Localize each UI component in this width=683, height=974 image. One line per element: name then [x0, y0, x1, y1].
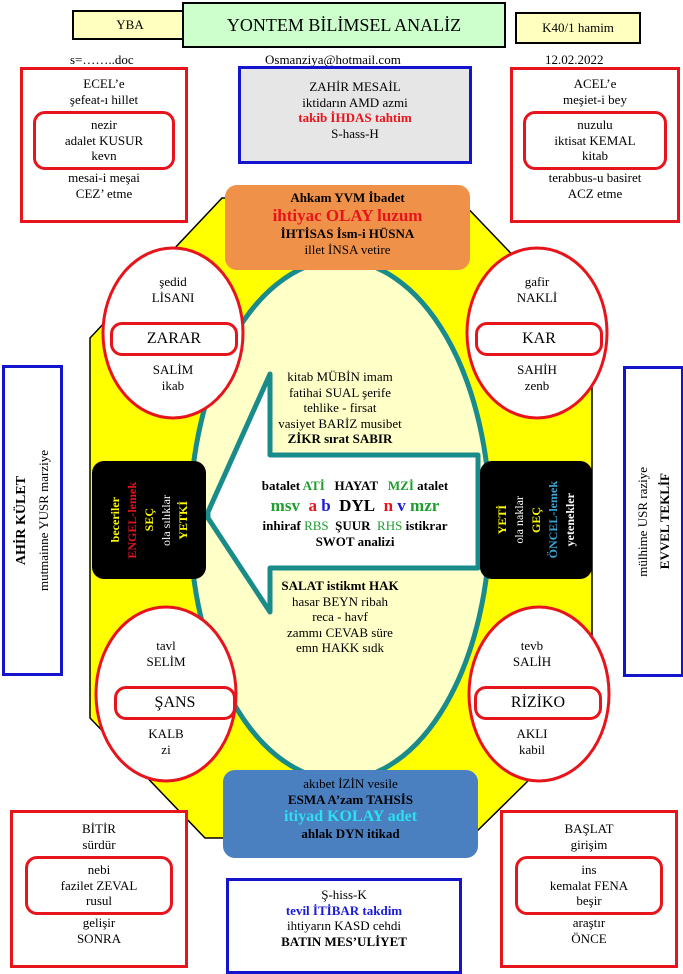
circle-bl-bottom: KALB zi [148, 726, 184, 757]
top-left-inner: nezir adalet KUSUR kevn [33, 111, 175, 170]
top-center-panel: ZAHİR MESAİL iktidarın AMD azmi takib İH… [238, 66, 472, 164]
top-left-panel: ECEL’e şefeat-ı hillet nezir adalet KUSU… [20, 67, 188, 223]
bottom-right-inner: ins kemalat FENA beşir [515, 856, 663, 915]
circle-tl-bottom: SALİM ikab [152, 362, 194, 393]
circle-br-text: tevb SALİH [512, 638, 552, 669]
file-name: s=……..doc [70, 52, 134, 67]
box-zarar: ZARAR [110, 322, 238, 356]
circle-tl-text: şedid LİSANI [151, 274, 195, 305]
bottom-right-panel: BAŞLAT girişim ins kemalat FENA beşir ar… [500, 810, 678, 968]
bottom-left-panel: BİTİR sürdür nebi fazilet ZEVAL rusul ge… [10, 810, 188, 968]
center-top-text: kitab MÜBİN imam fatihai SUAL şerife teh… [278, 369, 402, 447]
orange-box-text: Ahkam YVM İbadet ihtiyac OLAY luzum İHTİ… [272, 190, 423, 257]
circle-tr-text: gafir NAKLİ [516, 274, 558, 305]
bottom-left-inner: nebi fazilet ZEVAL rusul [25, 856, 173, 915]
box-sans: ŞANS [114, 686, 236, 720]
right-black-text: YETİ ola naklar GEÇ ÖNCEL-lemek yetenekl… [494, 481, 577, 559]
right-black-box [480, 461, 592, 579]
circle-bl-text: tavl SELİM [146, 638, 186, 669]
header-title: YONTEM BİLİMSEL ANALİZ [182, 2, 506, 48]
left-black-text: beceriler ENGEL-lemek SEÇ ola sılıklar Y… [107, 481, 190, 559]
box-riziko: RİZİKO [474, 686, 602, 720]
blue-box-text: akıbet İZİN vesile ESMA A’zam TAHSİS iti… [283, 776, 418, 842]
left-side-panel: AHİR KÜLET mutmainne YUSR marziye [2, 365, 63, 676]
top-right-inner: nuzulu iktisat KEMAL kitab [523, 111, 667, 170]
date: 12.02.2022 [545, 52, 604, 67]
box-kar: KAR [475, 322, 603, 356]
arrow-text: batalet ATİ HAYAT MZİ atalet msv a b DYL… [261, 478, 449, 549]
center-bottom-text: SALAT istikmt HAK hasar BEYN ribah reca … [281, 578, 399, 656]
top-right-panel: ACEL’e meşiet-i bey nuzulu iktisat KEMAL… [510, 67, 680, 223]
left-black-box [92, 461, 206, 579]
email: Osmanziya@hotmail.com [265, 52, 401, 67]
bottom-center-panel: Ş-hiss-K tevil İTİBAR takdim ihtiyarın K… [226, 878, 462, 974]
circle-tr-bottom: SAHİH zenb [517, 362, 557, 393]
left-arrow [205, 371, 481, 615]
header-left-badge: YBA [72, 10, 188, 40]
right-side-panel: mülhime USR raziye EVVEL TEKLİF [623, 366, 683, 677]
steel-blue-box [223, 770, 478, 858]
orange-box [225, 185, 470, 270]
circle-br-bottom: AKLI kabil [516, 726, 548, 757]
header-right-badge: K40/1 hamim [515, 12, 641, 44]
